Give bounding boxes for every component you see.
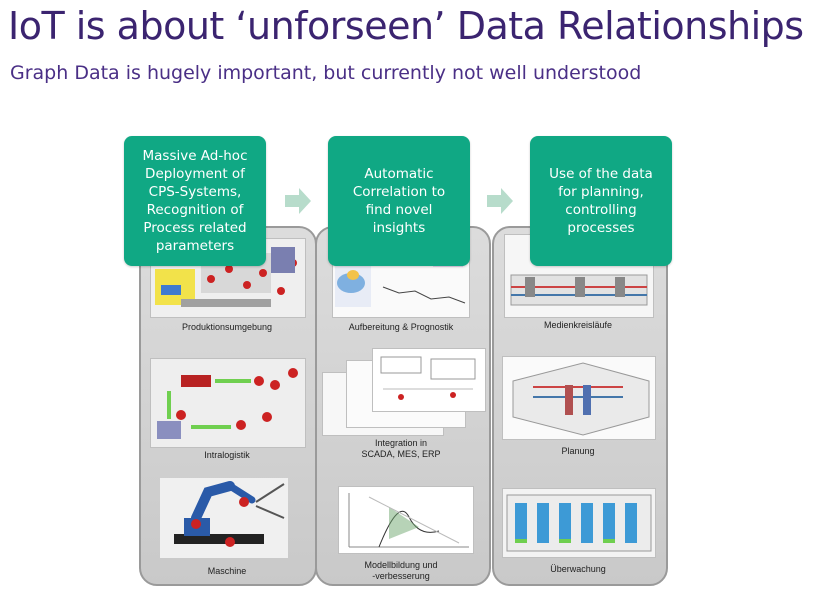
slide-title: IoT is about ‘unforseen’ Data Relationsh…: [8, 4, 804, 48]
integration-scada-image-3: [372, 348, 486, 412]
caption-medienkreislaeufe: Medienkreisläufe: [543, 320, 613, 330]
callout-data-usage: Use of the data for planning, controllin…: [530, 136, 672, 266]
callout-cps-deployment: Massive Ad-hoc Deployment of CPS-Systems…: [124, 136, 266, 266]
intralogistics-image: [150, 358, 306, 448]
caption-intralogistik: Intralogistik: [204, 450, 250, 460]
monitoring-image: [502, 488, 656, 558]
caption-produktionsumgebung: Produktionsumgebung: [181, 322, 273, 332]
right-arrow-icon: [285, 188, 311, 214]
caption-aufbereitung: Aufbereitung & Prognostik: [348, 322, 454, 332]
caption-ueberwachung: Überwachung: [550, 564, 606, 574]
caption-maschine: Maschine: [207, 566, 247, 576]
caption-integration: Integration in SCADA, MES, ERP: [361, 438, 441, 459]
slide-subtitle: Graph Data is hugely important, but curr…: [10, 62, 642, 84]
machine-robot-image: [160, 478, 288, 558]
right-arrow-icon: [487, 188, 513, 214]
caption-planung: Planung: [561, 446, 595, 456]
callout-automatic-correlation: Automatic Correlation to find novel insi…: [328, 136, 470, 266]
model-building-image: [338, 486, 474, 554]
caption-modellbildung: Modellbildung und -verbesserung: [364, 560, 438, 581]
planning-image: [502, 356, 656, 440]
